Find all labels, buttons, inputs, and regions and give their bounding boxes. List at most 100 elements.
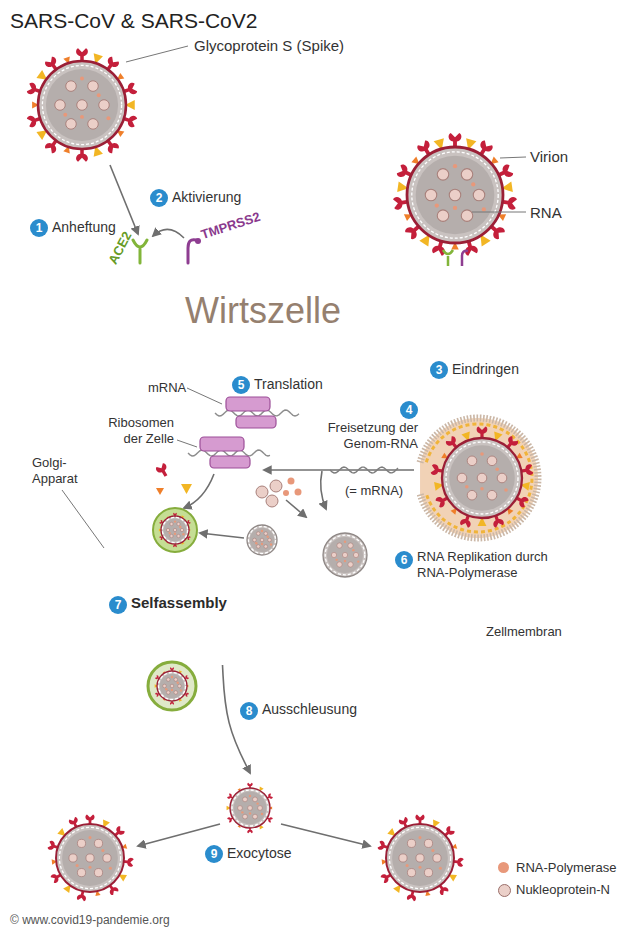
illustration-part [174, 678, 178, 682]
illustration-part [163, 684, 167, 688]
replication-circle [297, 507, 393, 603]
lipid-bilayer [471, 678, 598, 731]
illustration-part [234, 792, 267, 825]
illustration-part [467, 490, 477, 500]
illustration-part [261, 813, 263, 815]
illustration-part [593, 715, 594, 723]
illustration-part [494, 689, 495, 697]
illustration-part [86, 854, 94, 862]
illustration-part [155, 462, 171, 478]
illustration-part [106, 116, 110, 120]
leader-line [62, 490, 104, 548]
illustration-part [46, 69, 118, 141]
illustration-part [344, 560, 346, 562]
label-holder: Golgi- Apparat [32, 455, 92, 487]
part-label: Ribosomen der Zelle [92, 415, 174, 447]
illustration-part [453, 206, 457, 210]
illustration-part [38, 61, 126, 149]
text-holder: Selfassembly [131, 594, 227, 612]
step-label: Selfassembly [131, 594, 227, 612]
illustration-part [556, 718, 564, 726]
golgi-body [115, 575, 227, 646]
illustration-part [88, 836, 91, 839]
illustration-part [461, 210, 473, 222]
text-holder: Zellmembran [486, 622, 562, 640]
illustration-part [177, 534, 180, 537]
illustration-part [162, 517, 187, 542]
illustration-part [519, 705, 520, 713]
nucleoprotein [270, 480, 282, 492]
label-holder: (= mRNA) [345, 481, 403, 499]
illustration-part [531, 687, 539, 695]
illustration-part [253, 538, 257, 542]
illustration-part [562, 711, 563, 719]
illustration-part [392, 830, 448, 886]
note-label: (= mRNA) [345, 483, 403, 499]
illustration-part [77, 869, 85, 877]
illustration-part [505, 711, 513, 719]
part-label: Virion [530, 148, 568, 166]
illustration-part [253, 797, 258, 802]
illustration-part [565, 720, 573, 728]
endosome [426, 424, 532, 532]
illustration-part [511, 691, 512, 699]
illustration-part [66, 81, 77, 92]
callout-number: 6 [395, 551, 413, 569]
illustration-part [477, 699, 478, 707]
illustration-part [473, 189, 485, 201]
caption-holder: © www.covid19-pandemie.org [10, 910, 170, 928]
cell-membrane [13, 262, 625, 842]
illustration-part [542, 696, 543, 704]
illustration-part [325, 535, 365, 575]
illustration-part [467, 456, 477, 466]
label-holder: TMPRSS2 [200, 216, 261, 234]
label-holder: 3 [430, 360, 448, 379]
illustration-part [488, 681, 496, 689]
endosome [420, 418, 538, 538]
step-label: Exocytose [227, 844, 292, 862]
illustration-part [576, 701, 577, 709]
callout-number: 7 [109, 596, 127, 614]
illustration-part [56, 824, 124, 892]
illustration-part [525, 694, 526, 702]
part-label: Golgi- Apparat [32, 455, 92, 487]
illustration-part [596, 715, 597, 723]
label-holder: Anheftung [52, 218, 116, 236]
illustration-part [485, 700, 486, 708]
golgi-body [99, 533, 244, 662]
illustration-part [480, 452, 484, 456]
host-cell: Wirtszelle6RNA Replikation durch RNA-Pol… [10, 250, 630, 850]
illustration-part [270, 543, 272, 545]
illustration-part [545, 696, 546, 704]
illustration-part [516, 693, 517, 701]
illustration-part [519, 693, 520, 701]
illustration-part [407, 869, 415, 877]
flow-arrow [184, 474, 214, 508]
golgi-apparatus: 7Selfassembly [95, 525, 245, 665]
text-holder: RNA Replikation durch RNA-Polymerase [417, 549, 569, 581]
illustration-part [66, 119, 77, 130]
illustration-part [491, 701, 492, 709]
illustration-part [442, 438, 522, 518]
illustration-part [487, 456, 497, 466]
illustration-part [522, 714, 530, 722]
illustration-part [437, 210, 449, 222]
illustration-part [238, 806, 243, 811]
illustration-part [435, 203, 439, 207]
illustration-part [562, 699, 563, 707]
label-holder: 8 [240, 701, 258, 720]
cell-membrane [13, 262, 625, 842]
illustration-part [550, 697, 551, 705]
illustration-part [582, 694, 590, 702]
illustration-part [576, 713, 577, 721]
illustration-part [565, 692, 573, 700]
illustration-part [69, 854, 77, 862]
illustration-part [482, 688, 483, 696]
leader-line [472, 212, 526, 213]
illustration-part [170, 684, 174, 688]
illustration-part [327, 537, 363, 573]
illustration-part [255, 542, 257, 544]
illustration-part [248, 806, 253, 811]
tmprss2-protease [188, 240, 196, 263]
illustration-part [542, 708, 543, 716]
